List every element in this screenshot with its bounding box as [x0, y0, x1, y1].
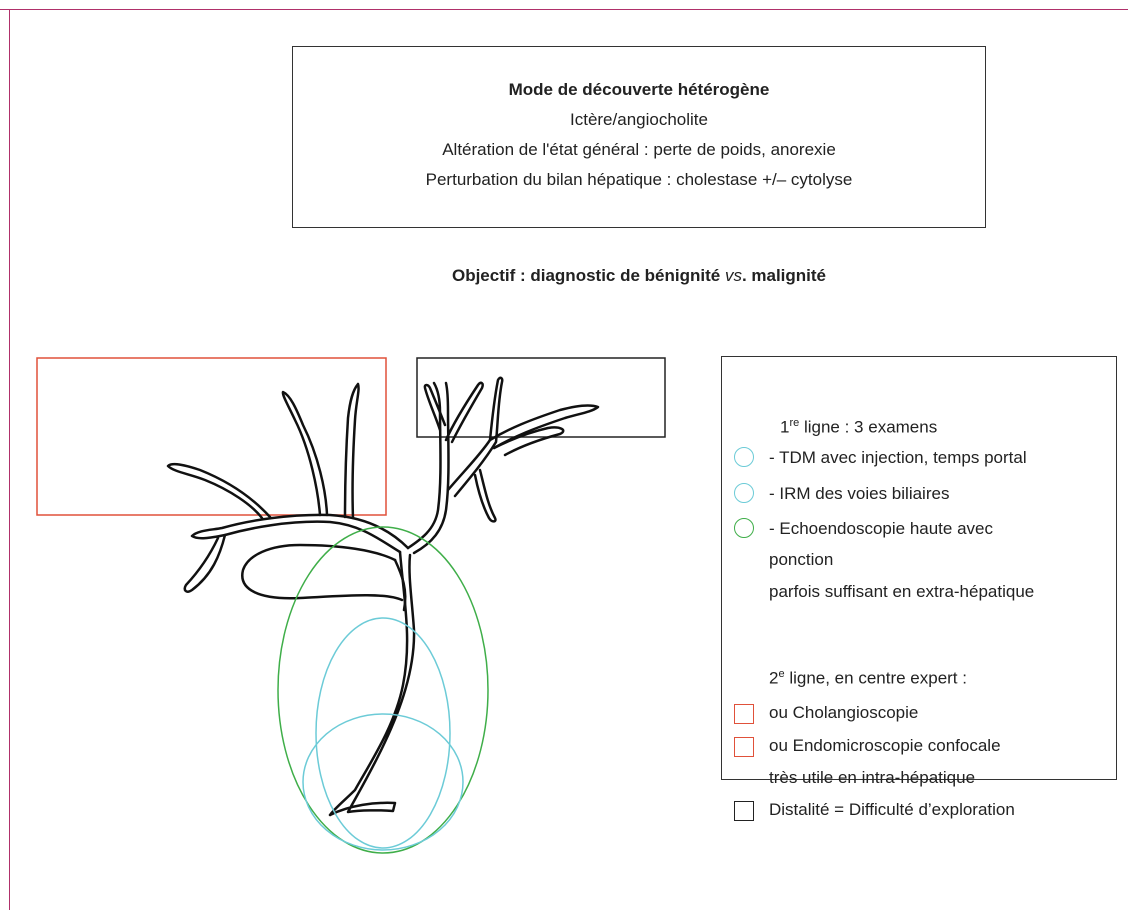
- legend-tdm: - TDM avec injection, temps portal: [769, 448, 1027, 468]
- cyan-circle-icon: [734, 483, 754, 503]
- legend-echo-1: - Echoendoscopie haute avec: [769, 519, 993, 539]
- gallbladder: [242, 545, 402, 600]
- red-square-icon: [734, 704, 754, 724]
- legend-irm: - IRM des voies biliaires: [769, 484, 949, 504]
- legend-endomicroscopy-note: très utile en intra-hépatique: [769, 768, 975, 788]
- echoendoscopy-ellipse: [278, 527, 488, 853]
- left-branch-a: [283, 392, 327, 515]
- black-square-icon: [734, 801, 754, 821]
- common-bile-duct: [330, 552, 414, 815]
- biliary-tree: [168, 378, 598, 815]
- red-square-icon: [734, 737, 754, 757]
- cyan-circle-icon: [734, 447, 754, 467]
- legend-first-line: 1re ligne : 3 examens: [780, 417, 937, 438]
- left-branch-c: [168, 464, 270, 518]
- right-branch-f: [475, 470, 495, 521]
- left-lower-branch: [185, 535, 225, 592]
- right-branch-b: [446, 383, 483, 442]
- intrahepatic-region-rect: [37, 358, 386, 515]
- legend-echo-2: ponction: [769, 550, 833, 570]
- left-branch-b: [345, 384, 359, 518]
- legend-second-line: 2e ligne, en centre expert :: [769, 668, 967, 689]
- legend-distal: Distalité = Difficulté d’exploration: [769, 800, 1015, 820]
- right-branch-a: [425, 385, 445, 430]
- legend-endomicroscopy: ou Endomicroscopie confocale: [769, 736, 1001, 756]
- left-hepatic-duct: [192, 515, 408, 552]
- green-circle-icon: [734, 518, 754, 538]
- legend-cholangioscopy: ou Cholangioscopie: [769, 703, 918, 723]
- legend-echo-note: parfois suffisant en extra-hépatique: [769, 582, 1034, 602]
- imaging-ellipse-small: [303, 714, 463, 850]
- right-main-duct: [408, 383, 449, 553]
